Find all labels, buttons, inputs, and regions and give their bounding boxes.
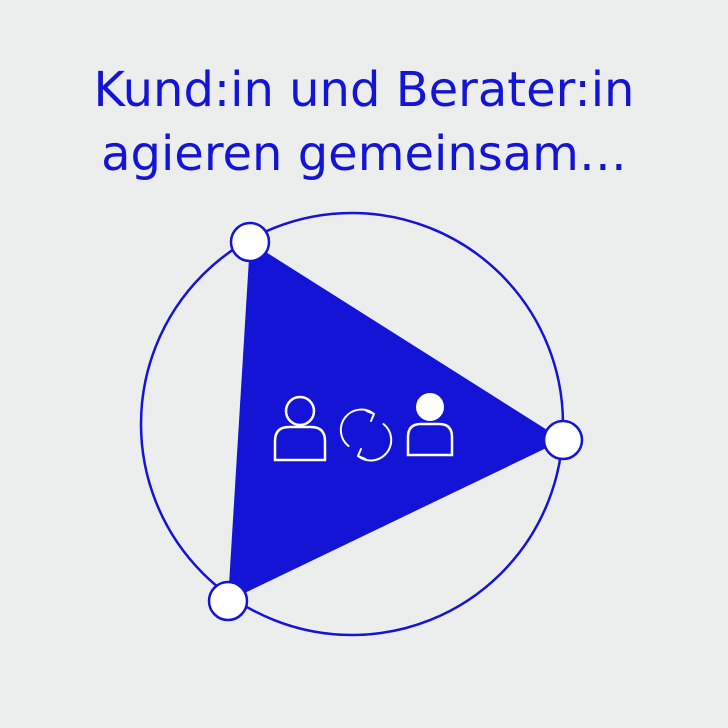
sync-arrows-icon [339, 408, 393, 462]
vertex-node-top [229, 221, 271, 263]
triangle [228, 242, 563, 601]
vertex-node-bottom [207, 580, 249, 622]
title-line-1: Kund:in und Berater:in [93, 62, 635, 118]
person-outline-icon [273, 395, 327, 462]
title-line-2: agieren gemeinsam… [101, 126, 627, 182]
person-filled-head-icon [406, 393, 454, 457]
vertex-node-right [542, 419, 584, 461]
page-title: Kund:in und Berater:in agieren gemeinsam… [0, 58, 728, 186]
